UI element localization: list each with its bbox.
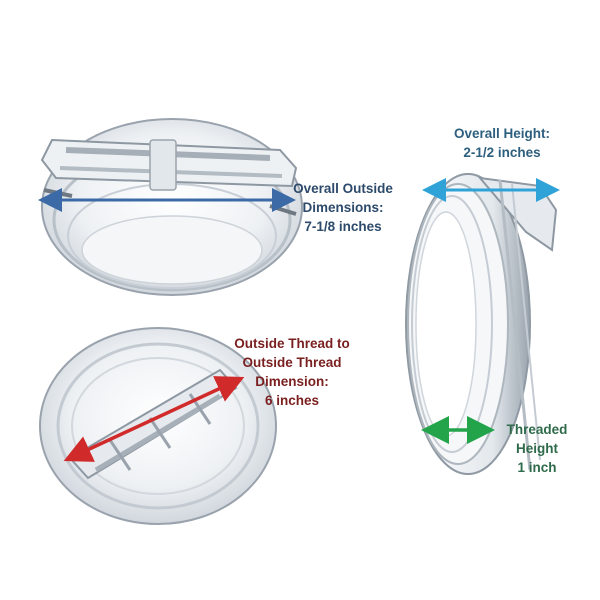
outside-dimensions-line-1: Overall Outside — [293, 181, 393, 196]
outside-dimensions-line-3: 7-1/8 inches — [304, 219, 382, 234]
threaded-height-label: Threaded Height 1 inch — [498, 420, 576, 477]
overall-height-line-2: 2-1/2 inches — [463, 145, 541, 160]
thread-dimension-label: Outside Thread to Outside Thread Dimensi… — [222, 334, 362, 410]
threaded-height-line-3: 1 inch — [517, 460, 557, 475]
threaded-height-line-2: Height — [516, 441, 558, 456]
outside-dimensions-label: Overall Outside Dimensions: 7-1/8 inches — [288, 179, 398, 236]
thread-dimension-line-3: Dimension: — [255, 374, 329, 389]
lid-top-view — [40, 118, 303, 296]
threaded-height-line-1: Threaded — [506, 422, 568, 437]
thread-dimension-line-4: 6 inches — [264, 393, 320, 408]
thread-dimension-line-2: Outside Thread — [242, 355, 342, 370]
thread-dimension-line-1: Outside Thread to — [234, 336, 350, 351]
outside-dimensions-line-2: Dimensions: — [302, 200, 384, 215]
thread-dimension-arrow — [63, 376, 245, 462]
overall-height-line-1: Overall Height: — [453, 126, 551, 141]
overall-height-label: Overall Height: 2-1/2 inches — [442, 124, 562, 162]
